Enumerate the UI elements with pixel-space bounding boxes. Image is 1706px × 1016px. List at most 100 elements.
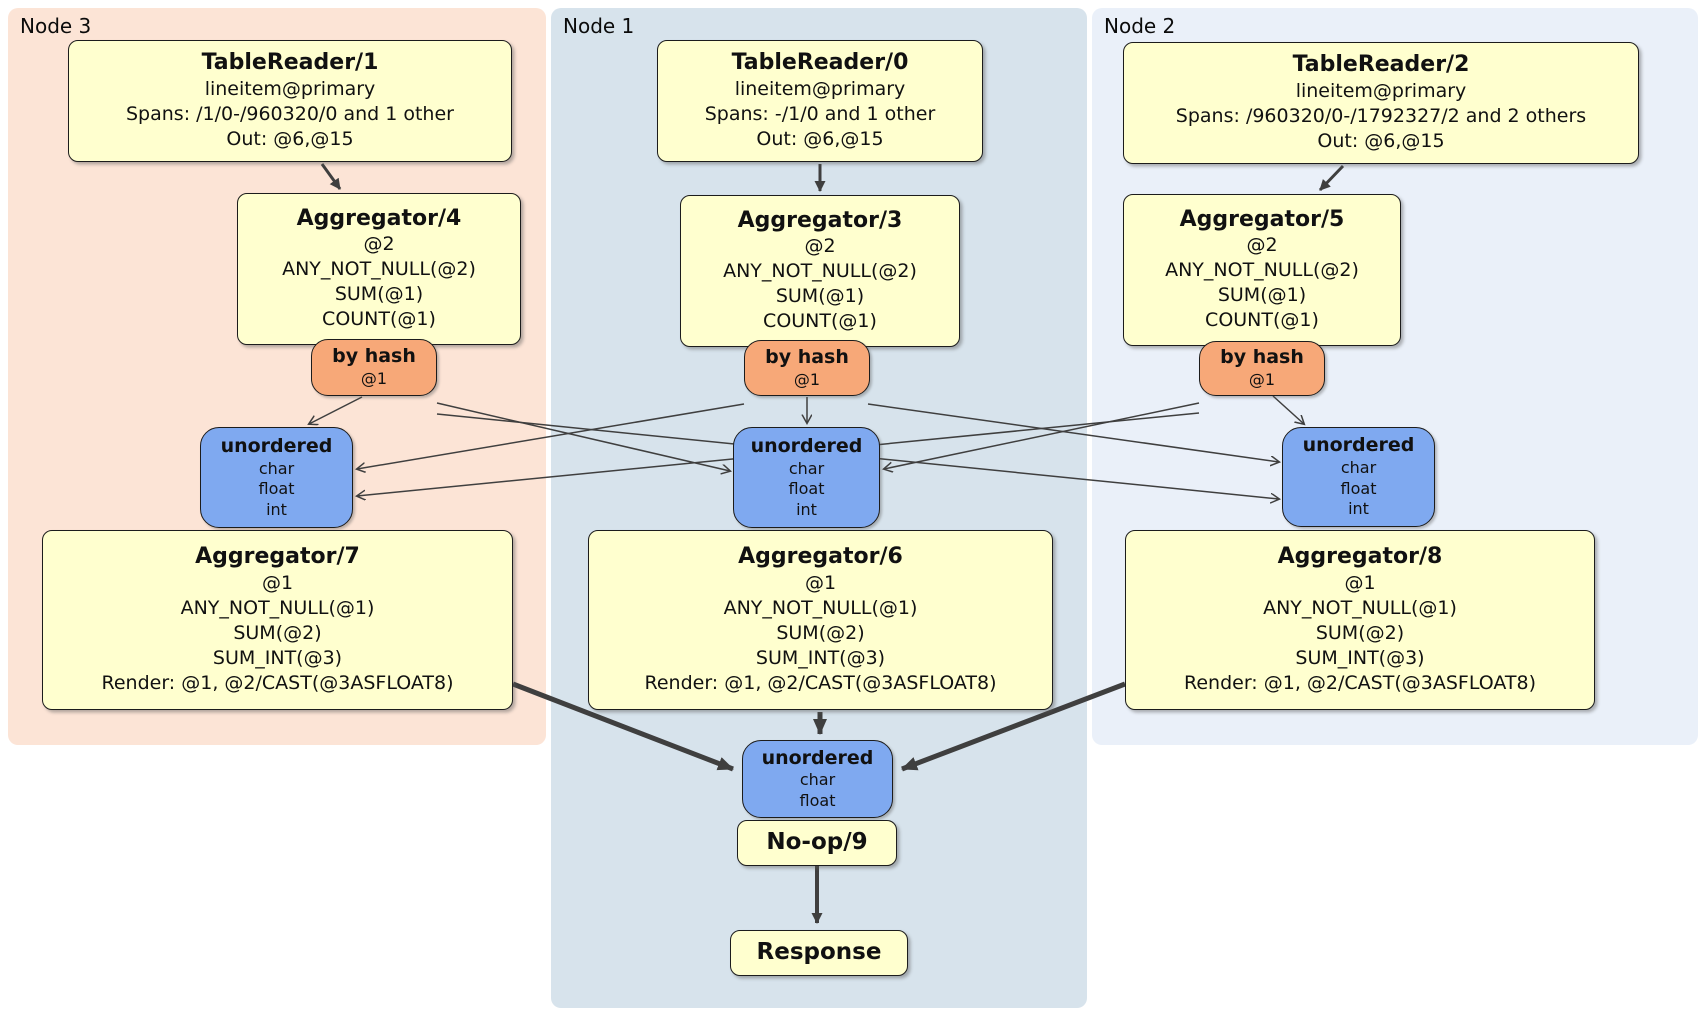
- box-line: SUM(@2): [776, 621, 865, 644]
- box-line: int: [796, 499, 817, 519]
- box-line: COUNT(@1): [763, 310, 877, 333]
- router-by-hash-node1: by hash @1: [744, 340, 870, 396]
- box-line: COUNT(@1): [1205, 309, 1319, 332]
- box-title: No-op/9: [766, 829, 868, 856]
- box-line: int: [1348, 499, 1369, 519]
- box-line: ANY_NOT_NULL(@2): [282, 258, 476, 281]
- box-line: Out: @6,@15: [756, 127, 884, 150]
- region-node3-label: Node 3: [20, 14, 92, 38]
- box-title: Aggregator/8: [1277, 544, 1443, 570]
- box-line: int: [266, 499, 287, 519]
- box-line: @2: [1246, 234, 1278, 257]
- box-line: ANY_NOT_NULL(@2): [723, 260, 917, 283]
- node-noop: No-op/9: [737, 820, 897, 866]
- edge-tr1-agg4: [320, 163, 342, 190]
- edge-hash4-sync1: [436, 402, 730, 471]
- box-line: Spans: /1/0-/960320/0 and 1 other: [126, 102, 454, 125]
- box-lines: @1: [361, 369, 387, 389]
- box-line: @2: [804, 235, 836, 258]
- edge-tr2-agg5: [1318, 164, 1345, 192]
- box-title: TableReader/2: [1292, 52, 1470, 78]
- box-line: @2: [363, 233, 395, 256]
- edge-hash4-sync3: [309, 396, 363, 424]
- box-line: SUM(@1): [775, 285, 865, 308]
- box-line: SUM(@1): [334, 283, 424, 306]
- box-line: lineitem@primary: [1295, 79, 1467, 102]
- box-title: unordered: [750, 434, 863, 457]
- box-line: SUM(@2): [233, 621, 322, 644]
- box-title: TableReader/0: [731, 50, 909, 76]
- box-line: lineitem@primary: [734, 77, 906, 100]
- edge-agg8-syncfinal: [901, 681, 1126, 772]
- router-by-hash-node3: by hash @1: [311, 339, 437, 396]
- box-line: Spans: -/1/0 and 1 other: [704, 102, 936, 125]
- box-title: Aggregator/6: [738, 544, 903, 570]
- box-line: ANY_NOT_NULL(@1): [1263, 596, 1457, 619]
- box-line: @1: [793, 369, 821, 389]
- box-line: Render: @1, @2/CAST(@3ASFLOAT8): [1184, 671, 1536, 694]
- box-line: @1: [360, 369, 388, 389]
- box-title: by hash: [765, 345, 849, 368]
- region-node1-label: Node 1: [563, 14, 635, 38]
- box-line: SUM_INT(@3): [1295, 646, 1425, 669]
- edge-hash3-sync2: [867, 403, 1279, 462]
- box-title: Response: [756, 939, 882, 966]
- box-line: SUM(@1): [1217, 284, 1307, 307]
- box-line: float: [1340, 478, 1377, 498]
- box-title: unordered: [1302, 434, 1415, 457]
- box-line: char: [788, 458, 825, 478]
- edge-agg7-syncfinal: [512, 681, 734, 772]
- box-title: unordered: [220, 434, 333, 457]
- box-line: Out: @6,@15: [1317, 129, 1445, 152]
- box-line: SUM_INT(@3): [755, 646, 886, 669]
- router-by-hash-node2: by hash @1: [1199, 341, 1325, 396]
- box-line: @1: [1344, 571, 1376, 594]
- box-line: Spans: /960320/0-/1792327/2 and 2 others: [1175, 104, 1587, 127]
- box-line: @1: [261, 571, 294, 594]
- box-line: SUM_INT(@3): [212, 646, 343, 669]
- box-line: @1: [804, 571, 837, 594]
- box-line: char: [1340, 458, 1377, 478]
- box-title: Aggregator/7: [195, 544, 360, 570]
- box-lines: @1: [1249, 370, 1275, 390]
- box-line: float: [788, 479, 825, 499]
- box-line: Render: @1, @2/CAST(@3ASFLOAT8): [644, 671, 997, 694]
- box-title: Aggregator/3: [737, 207, 903, 233]
- box-line: ANY_NOT_NULL(@1): [723, 596, 918, 619]
- box-title: by hash: [332, 345, 416, 368]
- box-line: ANY_NOT_NULL(@1): [180, 596, 375, 619]
- box-line: Render: @1, @2/CAST(@3ASFLOAT8): [101, 671, 454, 694]
- edge-hash3-sync3: [357, 403, 745, 469]
- box-line: ANY_NOT_NULL(@2): [1165, 259, 1359, 282]
- edge-hash5-sync2: [1272, 395, 1304, 424]
- edge-hash5-sync1: [884, 402, 1200, 469]
- box-line: float: [258, 479, 295, 499]
- box-title: unordered: [761, 746, 874, 769]
- node-response: Response: [730, 930, 908, 976]
- box-line: @1: [1248, 370, 1276, 390]
- box-line: char: [799, 770, 836, 790]
